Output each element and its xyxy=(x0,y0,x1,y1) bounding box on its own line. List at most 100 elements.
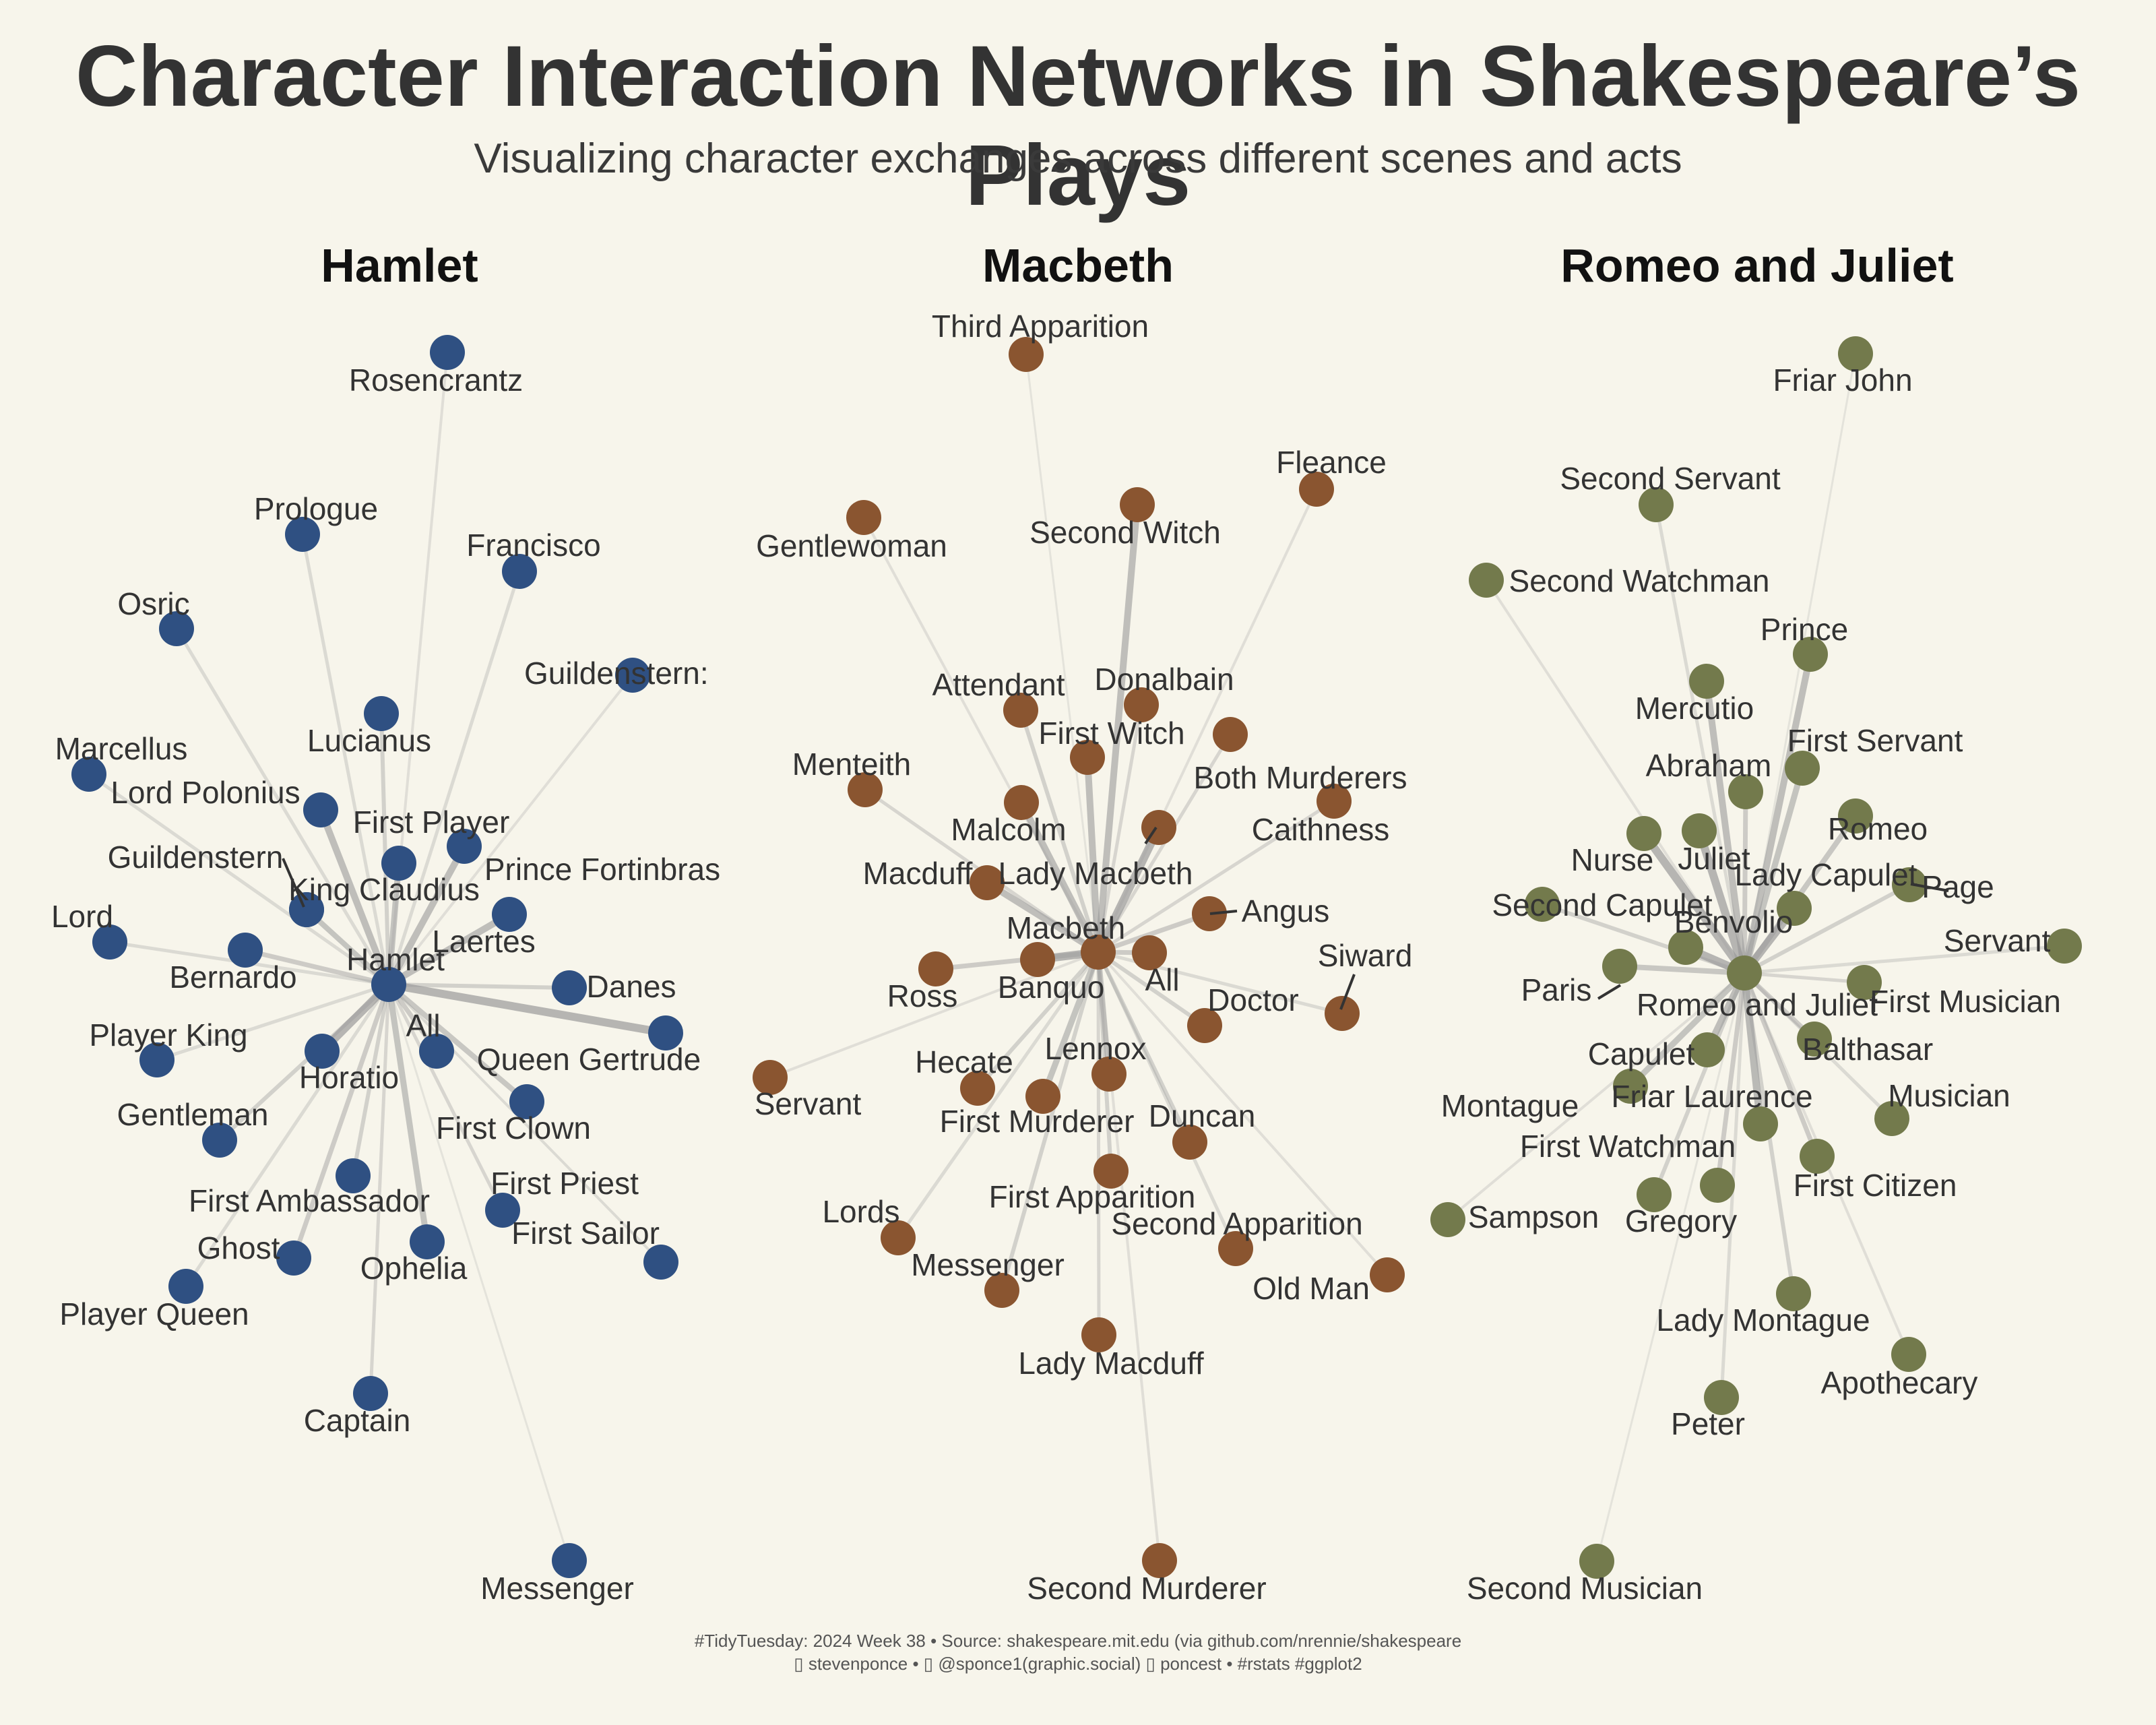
node-macbeth-siward xyxy=(1325,996,1360,1031)
label-hamlet-player-king: Player King xyxy=(89,1017,247,1053)
edge-romeo-and-juliet-paris xyxy=(1617,964,1747,976)
label-hamlet-danes: Danes xyxy=(587,969,676,1004)
edge-hamlet-queen-gertrude xyxy=(385,980,670,1037)
edge-romeo-and-juliet-friar-laurence xyxy=(1740,969,1765,1128)
node-macbeth-first-witch xyxy=(1070,740,1105,775)
node-macbeth-banquo xyxy=(1020,942,1055,977)
edge-hamlet-bernardo xyxy=(243,947,391,987)
node-macbeth-both-murderers xyxy=(1213,717,1248,752)
edge-macbeth-second-witch xyxy=(1095,501,1141,955)
edge-macbeth-caithness xyxy=(1096,799,1336,954)
node-romeo-and-juliet-musician xyxy=(1874,1101,1909,1136)
label-romeo-and-juliet-juliet: Juliet xyxy=(1678,841,1750,876)
node-macbeth-ross xyxy=(918,951,953,986)
label-romeo-and-juliet-page: Page xyxy=(1922,869,1994,904)
node-romeo-and-juliet-sampson xyxy=(1430,1202,1465,1237)
node-hamlet-first-ambassador xyxy=(336,1158,371,1193)
panel-title-macbeth: Macbeth xyxy=(982,239,1174,292)
leader-line-macbeth-angus xyxy=(1209,910,1238,915)
node-romeo-and-juliet-romeo-and-juliet xyxy=(1727,955,1762,991)
node-macbeth-first-apparition xyxy=(1093,1154,1129,1189)
label-romeo-and-juliet-friar-john: Friar John xyxy=(1773,363,1912,398)
label-romeo-and-juliet-second-musician: Second Musician xyxy=(1467,1571,1703,1606)
edge-macbeth-lady-macbeth xyxy=(1094,823,1163,956)
node-hamlet-lucianus xyxy=(364,696,399,731)
node-macbeth-macbeth xyxy=(1081,935,1116,970)
node-romeo-and-juliet-romeo xyxy=(1838,798,1873,834)
edge-macbeth-duncan xyxy=(1096,950,1192,1144)
edge-hamlet-first-player xyxy=(385,860,402,988)
label-romeo-and-juliet-lady-capulet: Lady Capulet xyxy=(1734,857,1917,892)
label-romeo-and-juliet-second-servant: Second Servant xyxy=(1560,461,1781,496)
label-macbeth-messenger: Messenger xyxy=(911,1247,1065,1282)
label-romeo-and-juliet-prince: Prince xyxy=(1761,612,1848,647)
node-macbeth-menteith xyxy=(848,772,883,807)
node-romeo-and-juliet-second-musician xyxy=(1579,1544,1614,1579)
edges-layer xyxy=(87,351,2066,1563)
node-hamlet-ophelia xyxy=(410,1224,445,1259)
node-romeo-and-juliet-first-servant xyxy=(1785,751,1820,786)
node-macbeth-third-apparition xyxy=(1009,337,1044,372)
edge-macbeth-macduff xyxy=(984,879,1102,955)
label-hamlet-horatio: Horatio xyxy=(299,1060,399,1095)
node-hamlet-osric xyxy=(159,611,194,646)
label-macbeth-siward: Siward xyxy=(1318,938,1413,973)
node-macbeth-attendant xyxy=(1003,693,1038,728)
node-hamlet-lord xyxy=(92,924,127,960)
edge-hamlet-first-clown xyxy=(386,982,530,1104)
node-hamlet-player-queen xyxy=(168,1269,203,1304)
node-romeo-and-juliet-friar-laurence xyxy=(1743,1106,1778,1141)
edge-macbeth-lady-macduff xyxy=(1096,950,1101,1337)
node-macbeth-fleance xyxy=(1299,472,1334,507)
label-hamlet-queen-gertrude: Queen Gertrude xyxy=(477,1042,701,1077)
edge-macbeth-lords xyxy=(896,950,1100,1240)
node-romeo-and-juliet-first-musician xyxy=(1847,965,1882,1000)
edge-hamlet-first-priest xyxy=(387,982,505,1212)
label-macbeth-angus: Angus xyxy=(1242,893,1329,929)
edge-macbeth-messenger xyxy=(1000,950,1100,1292)
node-hamlet-horatio xyxy=(305,1034,340,1069)
label-hamlet-player-queen: Player Queen xyxy=(59,1296,249,1331)
label-macbeth-duncan: Duncan xyxy=(1149,1098,1256,1133)
label-romeo-and-juliet-romeo: Romeo xyxy=(1828,811,1928,846)
label-macbeth-first-apparition: First Apparition xyxy=(989,1179,1196,1214)
edge-macbeth-first-murderer xyxy=(1040,949,1102,1100)
label-macbeth-ross: Ross xyxy=(887,978,958,1013)
label-hamlet-osric: Osric xyxy=(117,586,189,621)
node-romeo-and-juliet-capulet xyxy=(1690,1032,1725,1067)
edge-romeo-and-juliet-page xyxy=(1742,883,1911,975)
caption-line-2: ▯ stevenponce • ▯ @sponce1(graphic.socia… xyxy=(794,1654,1362,1674)
node-romeo-and-juliet-mercutio xyxy=(1689,664,1724,699)
label-romeo-and-juliet-paris: Paris xyxy=(1521,972,1592,1007)
label-hamlet-prince-fortinbras: Prince Fortinbras xyxy=(484,852,720,887)
leader-line-romeo-and-juliet-page xyxy=(1910,883,1949,892)
label-hamlet-lord-polonius: Lord Polonius xyxy=(110,775,300,810)
edge-romeo-and-juliet-montague xyxy=(1627,970,1748,1090)
node-macbeth-servant xyxy=(753,1060,788,1095)
leader-line-macbeth-siward xyxy=(1339,974,1356,1010)
node-hamlet-gentleman xyxy=(202,1123,237,1158)
label-hamlet-laertes: Laertes xyxy=(432,924,535,959)
node-romeo-and-juliet-nurse xyxy=(1626,816,1661,851)
label-macbeth-macduff: Macduff xyxy=(863,856,973,891)
edge-macbeth-angus xyxy=(1096,911,1212,955)
node-hamlet-hamlet xyxy=(371,967,406,1002)
node-macbeth-macduff xyxy=(970,865,1005,900)
label-romeo-and-juliet-musician: Musician xyxy=(1888,1078,2010,1113)
node-macbeth-donalbain xyxy=(1124,687,1159,722)
label-romeo-and-juliet-mercutio: Mercutio xyxy=(1635,691,1754,726)
label-romeo-and-juliet-friar-laurence: Friar Laurence xyxy=(1611,1079,1812,1114)
label-hamlet-first-priest: First Priest xyxy=(490,1166,639,1201)
node-romeo-and-juliet-gregory xyxy=(1700,1168,1735,1203)
node-romeo-and-juliet-peter xyxy=(1704,1380,1739,1415)
edge-hamlet-lucianus xyxy=(379,712,391,986)
label-macbeth-all: All xyxy=(1145,962,1179,997)
label-hamlet-lord: Lord xyxy=(51,899,113,934)
node-hamlet-marcellus xyxy=(71,757,106,792)
node-macbeth-caithness xyxy=(1317,784,1352,819)
label-romeo-and-juliet-gregory: Gregory xyxy=(1625,1203,1737,1238)
label-macbeth-doctor: Doctor xyxy=(1207,982,1298,1017)
edge-hamlet-prologue xyxy=(300,532,391,986)
edge-hamlet-guildenstern xyxy=(387,674,634,986)
node-romeo-and-juliet-juliet xyxy=(1682,813,1717,848)
